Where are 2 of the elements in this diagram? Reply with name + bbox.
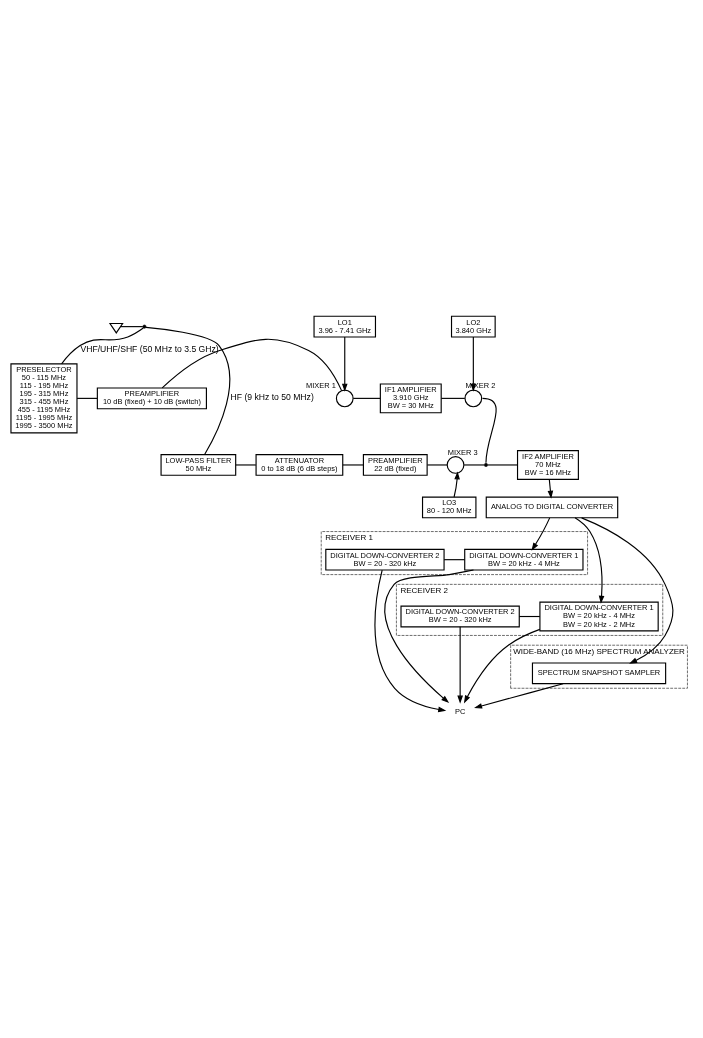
edge-label: HF (9 kHz to 50 MHz): [230, 391, 314, 402]
edge-label: VHF/UHF/SHF (50 MHz to 3.5 GHz): [80, 343, 219, 354]
